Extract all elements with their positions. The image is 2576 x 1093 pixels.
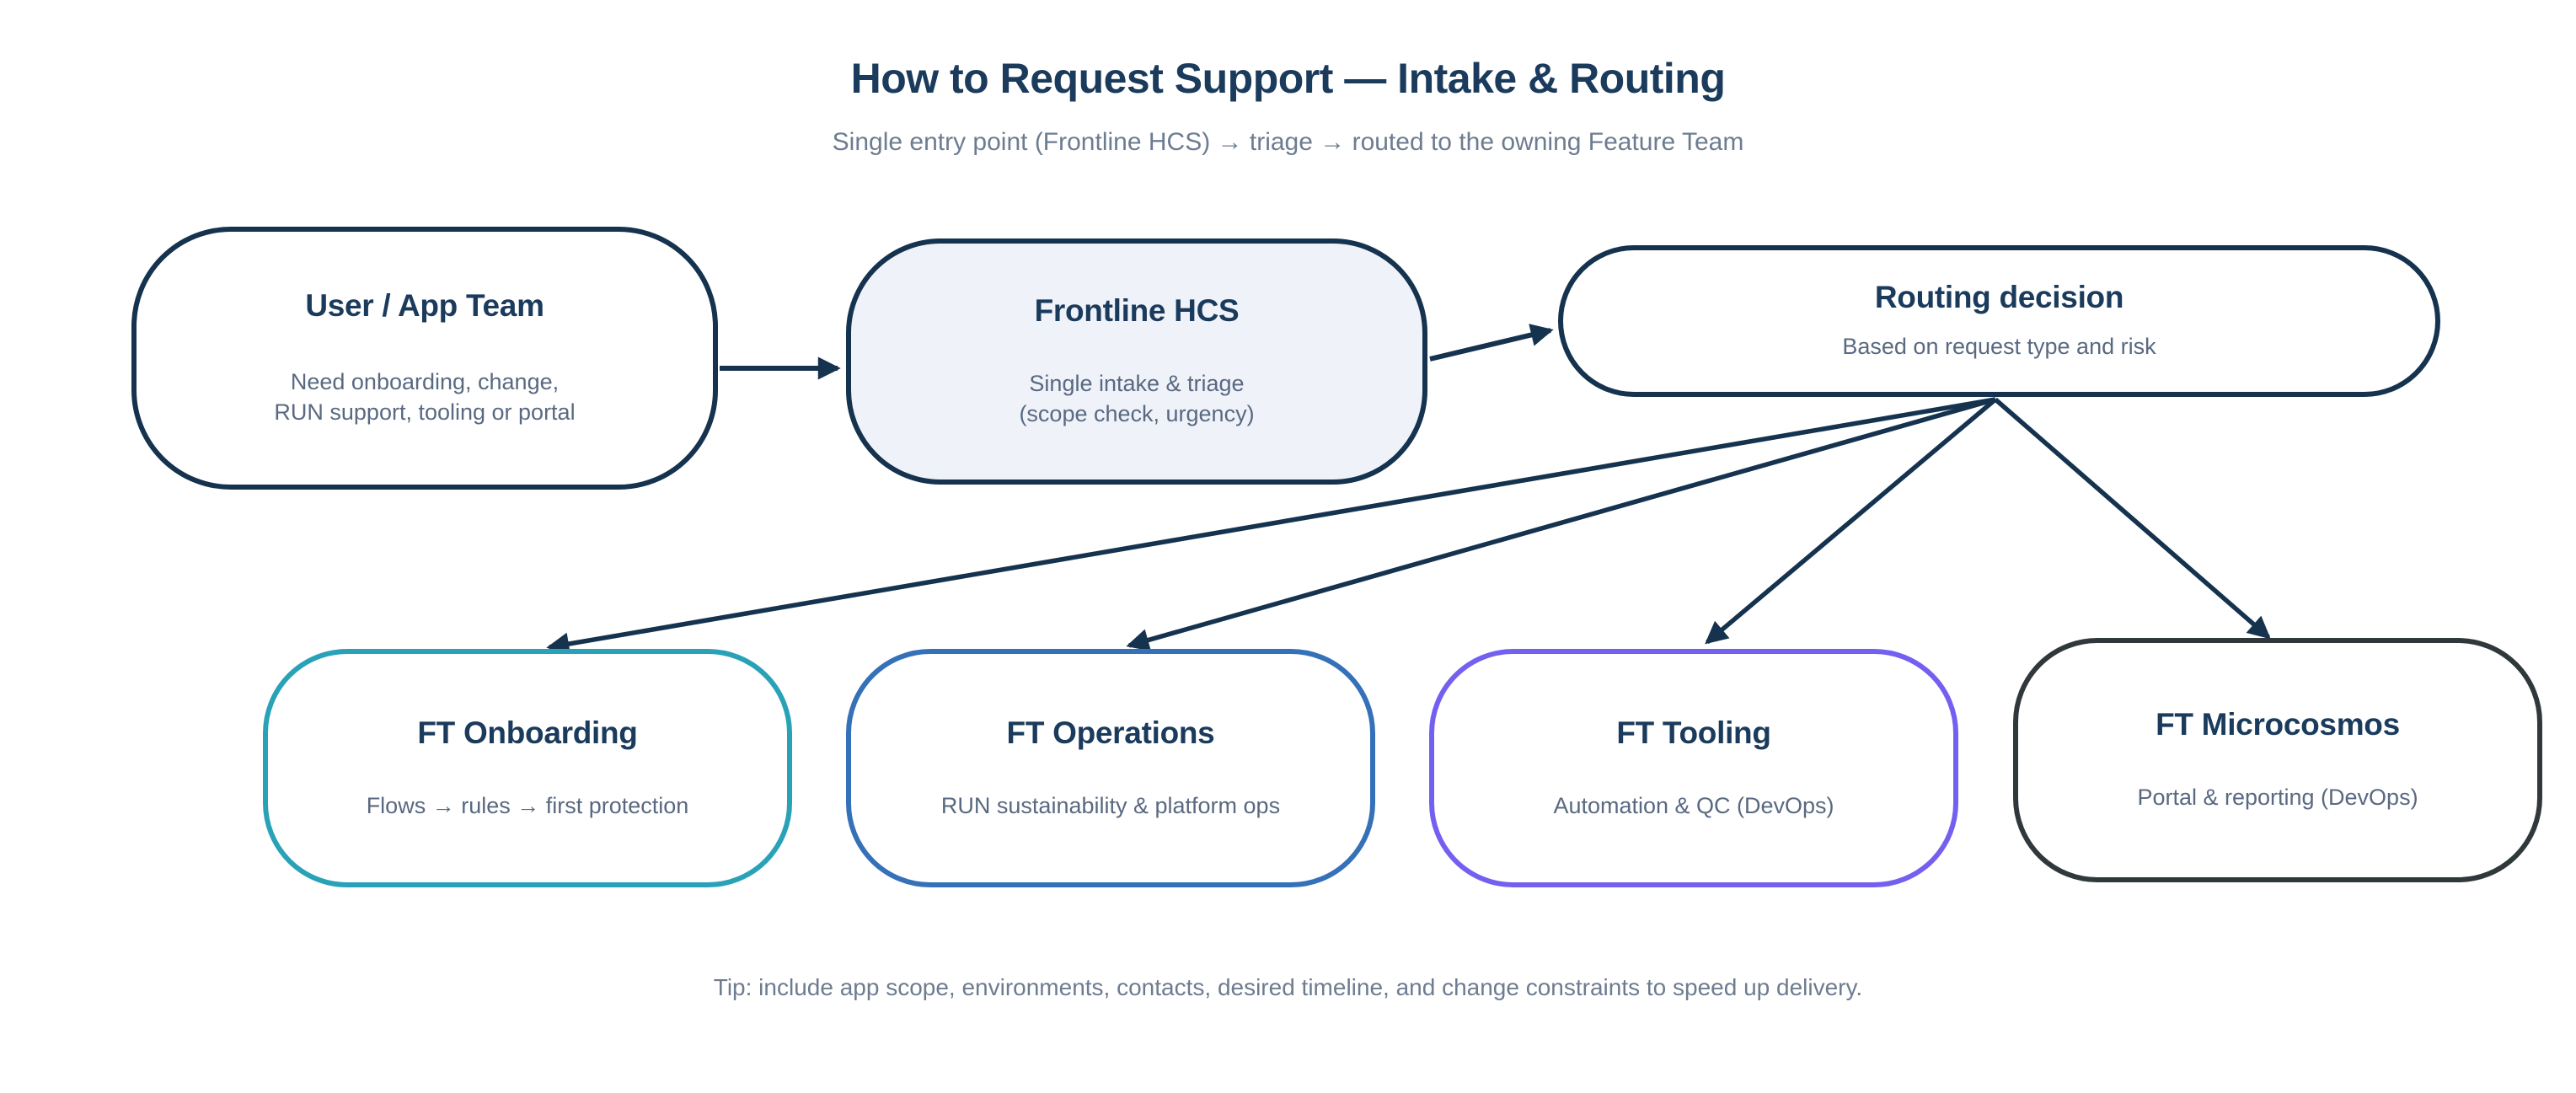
footer-tip: Tip: include app scope, environments, co… <box>713 974 1863 1000</box>
arrow-routing-to-ft-tooling <box>1705 397 1997 645</box>
node-body: Automation & QC (DevOps) <box>1553 792 1834 818</box>
node-body: Single intake & triage (scope check, urg… <box>1019 371 1255 426</box>
node-title: FT Onboarding <box>417 715 638 750</box>
page-subtitle: Single entry point (Frontline HCS) → tri… <box>832 128 1744 156</box>
node-title: User / App Team <box>305 288 544 324</box>
node-body: Need onboarding, change, RUN support, to… <box>274 369 576 425</box>
node-title: FT Operations <box>1006 715 1215 750</box>
node-body: Portal & reporting (DevOps) <box>2137 785 2418 811</box>
node-title: Routing decision <box>1874 280 2124 315</box>
node-ft-tooling: FT Tooling Automation & QC (DevOps) <box>1429 649 1958 887</box>
arrow-frontline-to-routing <box>1429 324 1554 362</box>
node-routing-decision: Routing decision Based on request type a… <box>1558 245 2440 397</box>
node-frontline-hcs: Frontline HCS Single intake & triage (sc… <box>846 238 1427 485</box>
page-title: How to Request Support — Intake & Routin… <box>850 55 1726 102</box>
node-ft-microcosmos: FT Microcosmos Portal & reporting (DevOp… <box>2013 638 2542 882</box>
node-title: Frontline HCS <box>1034 293 1240 329</box>
node-body: Flows → rules → first protection <box>366 792 689 818</box>
node-body: Based on request type and risk <box>1842 334 2156 360</box>
node-user-app-team: User / App Team Need onboarding, change,… <box>131 227 718 490</box>
node-title: FT Tooling <box>1616 715 1771 750</box>
arrow-routing-to-ft-microcosmos <box>1994 397 2271 640</box>
node-ft-operations: FT Operations RUN sustainability & platf… <box>846 649 1375 887</box>
node-title: FT Microcosmos <box>2156 707 2400 742</box>
node-body: RUN sustainability & platform ops <box>940 792 1281 818</box>
node-ft-onboarding: FT Onboarding Flows → rules → first prot… <box>263 649 792 887</box>
